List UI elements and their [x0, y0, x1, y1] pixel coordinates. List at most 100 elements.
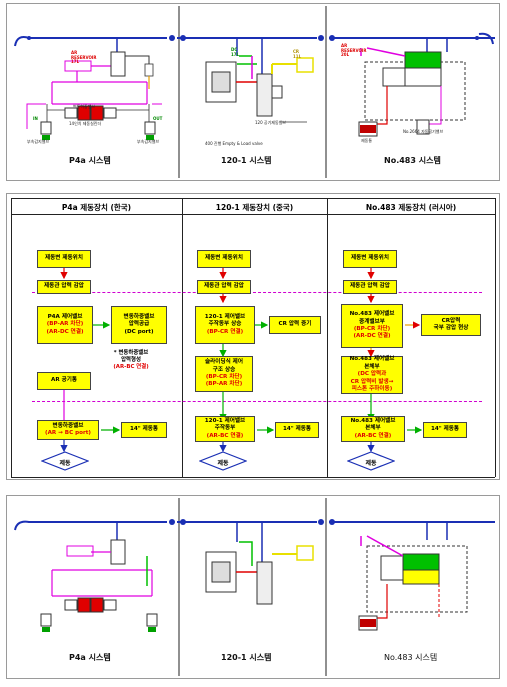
col-divider-1	[182, 198, 183, 477]
p4a-step-brake-cylinder: 14" 제동통	[121, 422, 167, 438]
c120-step-main-valve: 120-1 제어밸브 주작동부 (AR-BC 연결)	[195, 416, 255, 442]
col-border-right	[495, 198, 496, 477]
bottom-schematic	[14, 498, 495, 676]
caption-p4a: P4a 시스템	[69, 155, 111, 166]
n483-end-label: 제동	[365, 460, 377, 467]
caption-483-name: No.483	[384, 156, 419, 165]
p4a-note-line3: (AR-BC 연결)	[113, 364, 149, 370]
p4a-relay-note: * 변동하중밸브 압력형성 (AR-BC 연결)	[99, 350, 163, 371]
p4a-relay-sub: 압력공급	[128, 321, 150, 328]
p4a-cv-ar-dc: (AR-DC 연결)	[46, 328, 84, 335]
col-divider-2	[327, 198, 328, 477]
c120-step-brake-position: 제동변 제동위치	[197, 250, 251, 268]
c120-sc-bp-cr: (BP-CR 차단)	[205, 374, 243, 380]
n483-schematic-bottom	[358, 522, 468, 631]
c120-sc-sub: 구조 상승	[212, 366, 236, 373]
header-divider	[11, 214, 495, 215]
table-bottom-border	[11, 477, 495, 478]
n483-step-body-part: No.483 제어밸브 본체부 (DC 압력과 CR 압력비 발생→ 피스톤 주…	[341, 356, 403, 394]
p4a-end-label: 제동	[59, 460, 71, 467]
separator-1	[32, 292, 482, 293]
header-120: 120-1 제동장치 (중국)	[215, 203, 294, 212]
n483-step-pressure-drop: 제동관 압력 감압	[343, 280, 397, 294]
n483-cr-title: CR압력	[441, 317, 461, 324]
bottom-caption-p4a-name: P4a	[69, 653, 89, 662]
n483-rp-title: No.483 제어밸브	[349, 311, 395, 318]
bottom-caption-120-suffix: 시스템	[249, 653, 272, 662]
n483-bv-title: No.483 제어밸브	[350, 417, 396, 424]
c120-mv-title: 120-1 제어밸브	[204, 417, 246, 424]
n483-step-brake-position: 제동변 제동위치	[343, 250, 397, 268]
caption-483-suffix: 시스템	[418, 156, 441, 165]
c120-step-cr-pressure: CR 압력 증기	[269, 316, 321, 334]
n483-bp-sub: 본체부	[364, 363, 380, 370]
brake-pipe-line	[14, 32, 495, 47]
relay-valve-label: 변동하중밸브	[73, 104, 96, 109]
p4a-relay-title: 변동하중밸브	[123, 313, 155, 320]
p4a-step-ar-reservoir: AR 공기통	[37, 372, 91, 390]
c120-cv-sub: 주작동부 상승	[208, 321, 242, 328]
n483-bp-line4: CR 압력비 발생→	[350, 378, 394, 385]
in-label: IN	[33, 116, 38, 121]
caption-p4a-name: P4a	[69, 156, 89, 165]
bottom-caption-120: 120-1 시스템	[221, 652, 271, 663]
c120-end-label: 제동	[217, 460, 229, 467]
c120-step-brake-cylinder: 14" 제동통	[275, 422, 319, 438]
p4a-note-line1: * 변동하중밸브	[113, 350, 149, 356]
p4a-note-line2: 압력형성	[121, 357, 141, 363]
c120-sc-bp-ar: (BP-AR 차단)	[205, 381, 243, 388]
caption-120-name: 120-1	[221, 156, 250, 165]
c120-step-sliding-control: 슬라이딩식 제어 구조 상승 (BP-CR 차단) (BP-AR 차단)	[195, 356, 253, 392]
p4a-rv-port: (AR → BC port)	[45, 430, 91, 436]
n483-step-cr-local: CR압력 국부 감압 현상	[421, 314, 481, 336]
c120-mv-sub: 주작동부	[214, 425, 236, 432]
n483-rp-bp-cr: (BP-CR 차단)	[353, 326, 391, 332]
p4a-step-relay-supply: 변동하중밸브 압력공급 (DC port)	[111, 306, 167, 344]
angle-cock-label-left: 부속감지밸브	[27, 139, 50, 144]
brake-cylinder-label-483: 제동통	[361, 138, 373, 143]
dc-label-120: DC 17L	[231, 47, 240, 57]
n483-step-relay-part: No.483 제어밸브 중계밸브부 (BP-CR 차단) (AR-DC 연결)	[341, 304, 403, 348]
header-p4a: P4a 제동장치 (한국)	[61, 203, 132, 212]
bottom-caption-p4a: P4a 시스템	[69, 652, 111, 663]
c120-end-diamond	[199, 451, 247, 471]
c120-step-control-valve: 120-1 제어밸브 주작동부 상승 (BP-CR 연결)	[195, 306, 255, 344]
caption-483: No.483 시스템	[384, 155, 441, 166]
n483-end-diamond	[347, 451, 395, 471]
brake-pipe-line-bottom	[14, 520, 495, 531]
header-483: No.483 제동장치 (러시아)	[365, 203, 457, 212]
bottom-caption-483-suffix: 시스템	[415, 653, 438, 662]
cylinder-label: 14인치 제동실린더	[69, 121, 102, 126]
comparison-flow-panel: P4a 제동장치 (한국) 120-1 제동장치 (중국) No.483 제동장…	[6, 193, 500, 480]
n483-schematic	[358, 38, 466, 137]
c120-step-pressure-drop: 제동관 압력 감압	[197, 280, 251, 294]
p4a-cv-bp-ar: (BP-AR 차단)	[46, 321, 84, 328]
p4a-end-diamond	[41, 451, 89, 471]
caption-p4a-suffix: 시스템	[88, 156, 111, 165]
top-system-diagram-panel: AR RESERVOIR 17L 변동하중밸브 14인치 제동실린더 부속감지밸…	[6, 3, 500, 181]
p4a-schematic-bottom	[40, 522, 158, 632]
control-valve-120-label: 120 공기제동밸브	[255, 120, 286, 125]
separator-2	[32, 401, 482, 402]
p4a-step-brake-position: 제동변 제동위치	[37, 250, 91, 268]
p4a-schematic	[26, 38, 162, 140]
p4a-step-control-valve: P4A 제어밸브 (BP-AR 차단) (AR-DC 연결)	[37, 306, 93, 344]
angle-cock-label-right: 부속감지밸브	[137, 139, 160, 144]
n483-bv-ar-bc: (AR-BC 연결)	[354, 432, 392, 439]
c120-cv-title: 120-1 제어밸브	[204, 313, 246, 320]
p4a-cv-title: P4A 제어밸브	[47, 313, 83, 320]
c120-schematic	[205, 38, 314, 123]
n483-bp-title: No.483 제어밸브	[349, 356, 395, 363]
empty-load-label: 400 진행 Empty & Load valve	[205, 141, 263, 146]
c120-sc-title: 슬라이딩식 제어	[205, 359, 243, 366]
n483-bp-line3: (DC 압력과	[357, 371, 387, 378]
caption-120: 120-1 시스템	[221, 155, 271, 166]
n483-step-body-valve: No.483 제어밸브 본체부 (AR-BC 연결)	[341, 416, 405, 442]
n483-bv-sub: 본체부	[365, 425, 381, 432]
ar-reservoir-label-483: AR RESERVOIR 20L	[341, 43, 367, 58]
bottom-caption-p4a-suffix: 시스템	[88, 653, 111, 662]
caption-120-suffix: 시스템	[249, 156, 272, 165]
p4a-step-relay-valve: 변동하중밸브 (AR → BC port)	[37, 420, 99, 440]
bottom-caption-120-name: 120-1	[221, 653, 250, 662]
bottom-caption-483: No.483 시스템	[384, 652, 437, 663]
